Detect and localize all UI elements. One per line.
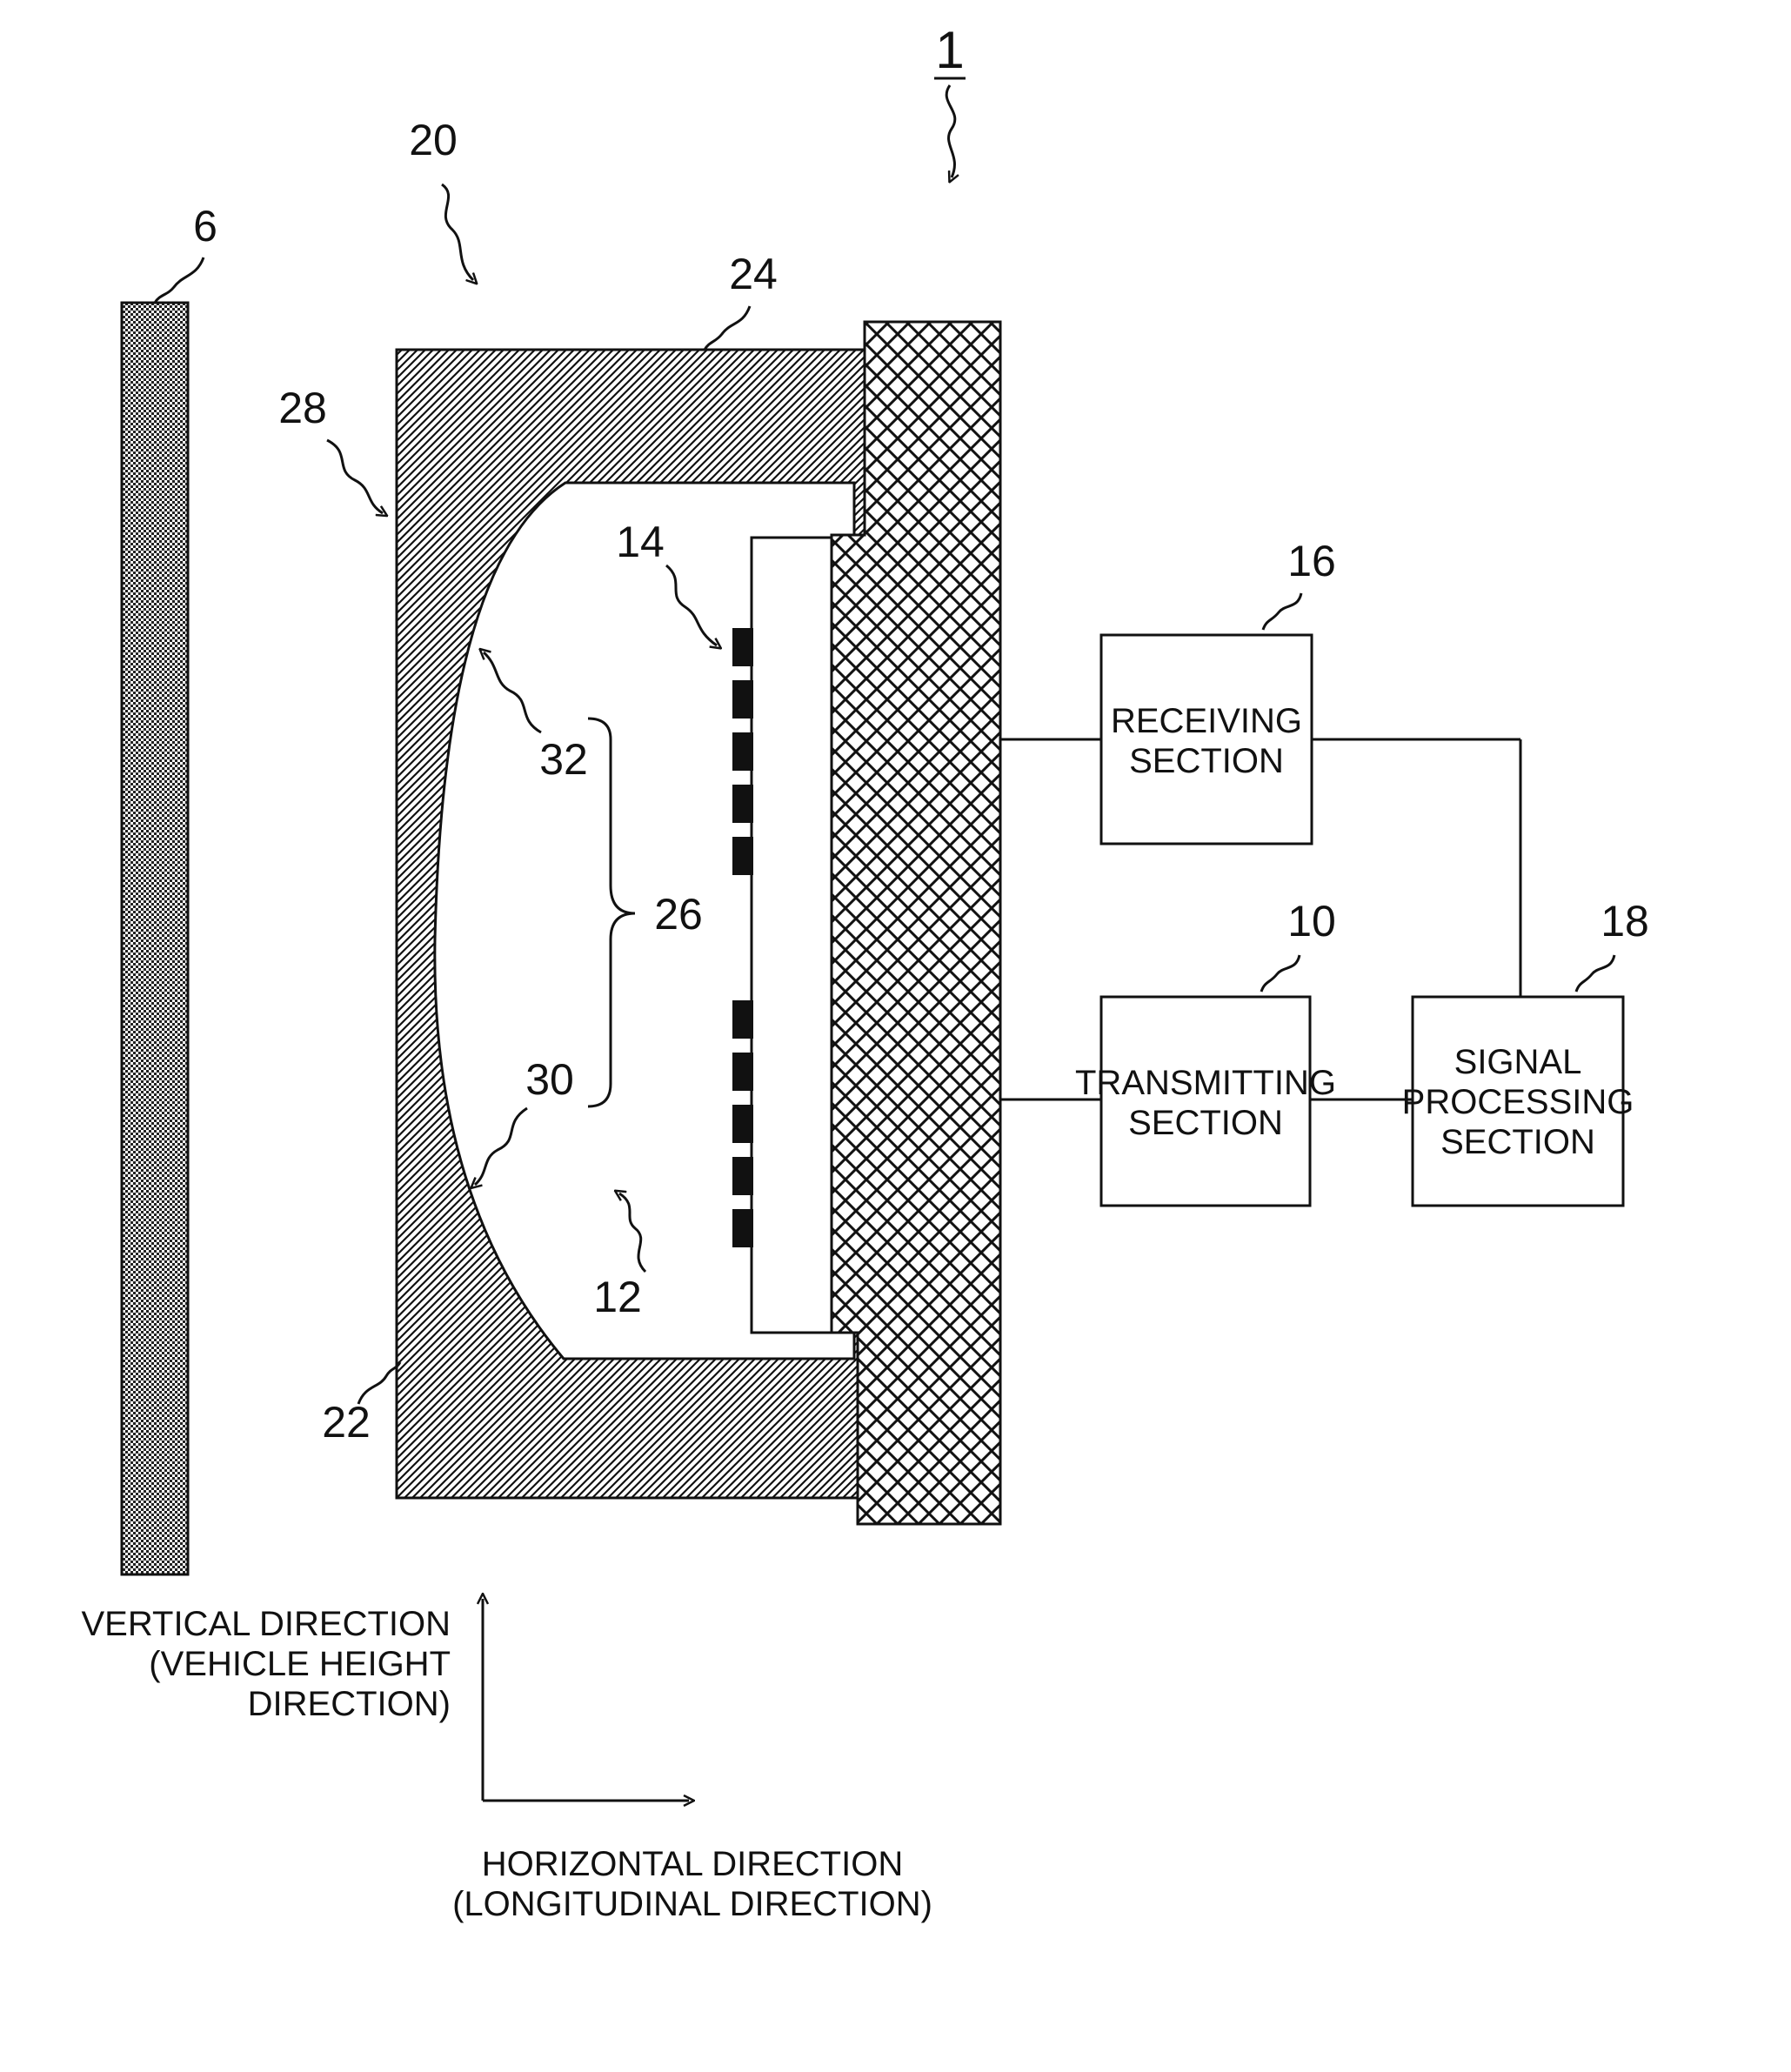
ref-upper-region: 32 xyxy=(539,735,588,784)
ref-device-leader xyxy=(946,85,955,177)
ref-back-part: 24 xyxy=(729,250,778,298)
direction-axes xyxy=(483,1599,689,1801)
signal-processing-label-line3: SECTION xyxy=(1440,1123,1595,1161)
ref-receive-elements: 14 xyxy=(616,518,665,566)
ref-receiving-leader xyxy=(1263,593,1301,630)
ref-receiving: 16 xyxy=(1287,537,1336,585)
ref-lower-region-leader xyxy=(475,1108,527,1185)
ref-upper-region-leader xyxy=(484,652,541,732)
ref-transmit-elements: 12 xyxy=(593,1273,642,1321)
ref-cover-leader xyxy=(155,257,204,303)
ref-device: 1 xyxy=(935,21,964,79)
ref-lower-region: 30 xyxy=(525,1055,574,1104)
ref-cover: 6 xyxy=(193,202,217,251)
cover-member xyxy=(122,303,188,1574)
ref-lens: 20 xyxy=(409,116,458,164)
vertical-direction-line3: DIRECTION) xyxy=(248,1685,451,1723)
transmitting-section-label-line2: SECTION xyxy=(1128,1104,1283,1142)
ref-front-part: 28 xyxy=(278,384,327,432)
vertical-direction-line1: VERTICAL DIRECTION xyxy=(81,1605,451,1643)
ref-concave-face: 26 xyxy=(654,890,703,939)
ref-transmitting: 10 xyxy=(1287,897,1336,946)
horizontal-direction-line1: HORIZONTAL DIRECTION xyxy=(482,1845,903,1883)
ref-transmit-elements-leader xyxy=(619,1193,645,1272)
ref-lens-leader xyxy=(442,184,473,280)
transmitting-section-label-line1: TRANSMITTING xyxy=(1075,1064,1336,1102)
ref-front-part-leader xyxy=(327,440,383,513)
ref-signal-leader xyxy=(1576,955,1614,992)
ref-front-face: 22 xyxy=(322,1398,371,1447)
ref-transmitting-leader xyxy=(1261,955,1300,992)
ref-signal: 18 xyxy=(1601,897,1649,946)
ref-back-part-leader xyxy=(705,306,750,350)
receiving-elements xyxy=(732,628,753,875)
vertical-direction-line2: (VEHICLE HEIGHT xyxy=(149,1645,451,1683)
receiving-section-label-line1: RECEIVING xyxy=(1111,702,1302,740)
signal-processing-label-line2: PROCESSING xyxy=(1402,1083,1634,1121)
transmitting-elements xyxy=(732,1000,753,1247)
ref-receive-elements-leader xyxy=(666,565,717,645)
horizontal-direction-line2: (LONGITUDINAL DIRECTION) xyxy=(452,1885,932,1923)
signal-processing-label-line1: SIGNAL xyxy=(1454,1043,1582,1081)
receiving-section-label-line2: SECTION xyxy=(1129,742,1284,780)
concave-face-brace xyxy=(588,719,635,1106)
circuit-board xyxy=(752,538,832,1333)
